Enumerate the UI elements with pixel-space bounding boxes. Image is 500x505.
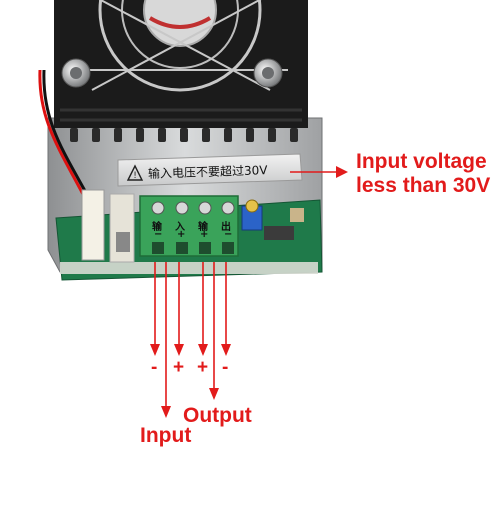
heatsink-fins — [60, 108, 302, 122]
svg-text:!: ! — [133, 171, 137, 181]
terminal-label-output-2: 出 — [221, 222, 231, 233]
wire-red — [38, 69, 88, 201]
output-bracket-arrow — [209, 262, 219, 400]
pin-label-2: + — [173, 357, 185, 378]
terminal-screws — [151, 201, 235, 215]
vent-slots — [70, 128, 298, 142]
warning-triangle-icon — [126, 164, 144, 181]
input-voltage-callout-line1: Input voltage — [356, 150, 487, 173]
terminal-polarity-2: + — [177, 229, 186, 240]
output-label: Output — [183, 404, 252, 427]
terminal-holes — [152, 242, 234, 254]
pin-label-4: - — [222, 357, 229, 378]
terminal-polarity-4: − — [224, 229, 233, 240]
screw-left — [61, 58, 91, 88]
jst-connector — [81, 189, 105, 261]
terminal-label-input-1: 输 — [152, 222, 162, 233]
terminal-label-output-1: 输 — [198, 222, 208, 233]
pin-arrows — [150, 262, 231, 356]
terminal-polarity-3: + — [200, 229, 209, 240]
pin-label-3: + — [197, 357, 209, 378]
input-label: Input — [140, 424, 192, 447]
wire-black — [42, 69, 92, 201]
warning-plate — [117, 153, 303, 187]
input-voltage-callout-line2: less than 30V — [356, 174, 491, 197]
screw-right — [253, 58, 283, 88]
pin-label-1: - — [151, 357, 158, 378]
fan-guard — [98, 0, 262, 92]
input-bracket-arrow — [161, 262, 171, 418]
callout-arrowhead — [336, 166, 348, 178]
terminal-label-input-2: 入 — [175, 222, 185, 233]
terminal-polarity-1: − — [154, 229, 163, 240]
